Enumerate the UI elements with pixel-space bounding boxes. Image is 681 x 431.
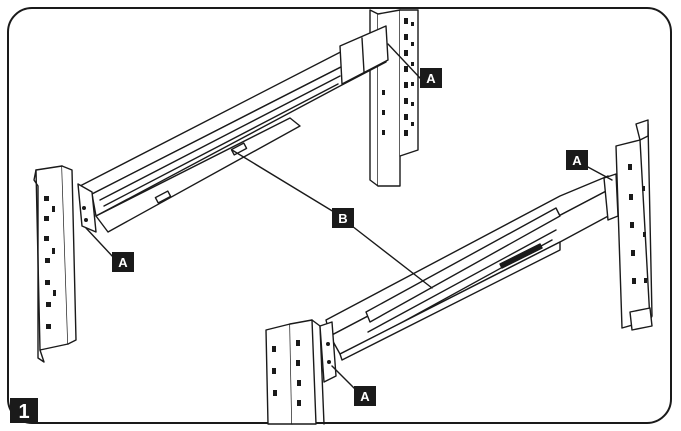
leader-line-a-top [387, 43, 421, 79]
callout-a-top-rear: A [420, 68, 442, 88]
right-rail-assembly [319, 175, 613, 383]
callout-b-rails: B [332, 208, 354, 228]
callout-label: A [118, 255, 128, 270]
step-number-badge: 1 [10, 398, 38, 423]
callout-label: A [360, 389, 370, 404]
callout-label: A [572, 153, 582, 168]
callout-a-bottom-front: A [354, 386, 376, 406]
front-right-rack-post [265, 319, 325, 425]
rear-right-rack-post [603, 119, 653, 331]
leader-line-a-right [585, 165, 613, 181]
front-left-rack-post [33, 165, 77, 363]
leader-line-b-lower [351, 225, 433, 289]
leader-line-b-upper [231, 149, 335, 213]
callout-label: B [338, 211, 347, 226]
callout-a-right-rear: A [566, 150, 588, 170]
callout-a-left-front: A [112, 252, 134, 272]
callout-label: A [426, 71, 436, 86]
step-number: 1 [18, 401, 29, 423]
left-rail-assembly [77, 25, 389, 233]
leader-line-a-left [85, 227, 115, 259]
leader-line-a-bottom [331, 365, 357, 391]
